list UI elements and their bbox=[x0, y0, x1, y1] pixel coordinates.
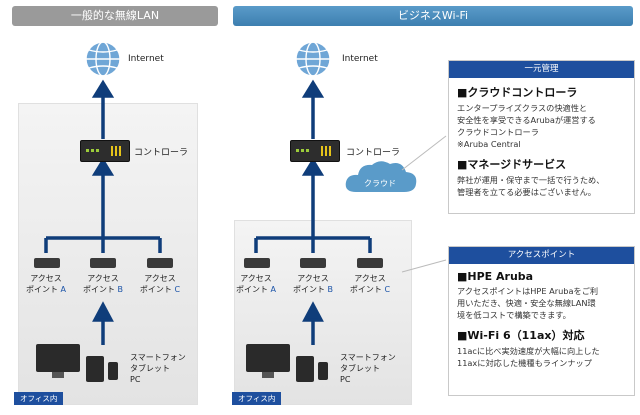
wifi6-desc: 11acに比べ実効速度が大幅に向上した 11axに対応した機種もラインナップ bbox=[457, 346, 600, 368]
tablet-icon bbox=[86, 356, 104, 382]
access-point-a bbox=[244, 258, 270, 268]
cloud-controller-heading: ■クラウドコントローラ bbox=[457, 86, 578, 99]
tablet-icon bbox=[296, 356, 314, 382]
hpe-aruba-heading: ■HPE Aruba bbox=[457, 270, 534, 283]
access-point-c bbox=[147, 258, 173, 268]
panel-ap-title: アクセスポイント bbox=[449, 247, 634, 264]
left-controller-label: コントローラ bbox=[134, 148, 189, 158]
access-point-b bbox=[90, 258, 116, 268]
globe-icon bbox=[295, 41, 331, 77]
right-internet-label: Internet bbox=[342, 54, 378, 64]
left-controller-device bbox=[80, 140, 130, 162]
ap-label-c: アクセスポイント C bbox=[349, 274, 391, 294]
right-header: ビジネスWi-Fi bbox=[233, 6, 633, 26]
globe-icon bbox=[85, 41, 121, 77]
right-controller-device bbox=[290, 140, 340, 162]
panel-mgmt-title: 一元管理 bbox=[449, 61, 634, 78]
ap-label-a: アクセスポイント A bbox=[25, 274, 67, 294]
hpe-aruba-desc: アクセスポイントはHPE Arubaをご利 用いただき、快適・安全な無線LAN環… bbox=[457, 286, 599, 320]
managed-service-desc: 弊社が運用・保守まで一括で行うため、 管理者を立てる必要はございません。 bbox=[457, 175, 605, 197]
ap-label-a: アクセスポイント A bbox=[235, 274, 277, 294]
cloud-icon bbox=[345, 161, 417, 192]
right-controller-label: コントローラ bbox=[346, 148, 401, 158]
pc-monitor-icon bbox=[36, 344, 80, 372]
managed-service-heading: ■マネージドサービス bbox=[457, 158, 567, 171]
pc-monitor-icon bbox=[246, 344, 290, 372]
cloud-label: クラウド bbox=[364, 179, 396, 188]
right-office-badge: オフィス内 bbox=[232, 392, 282, 405]
right-network-lines bbox=[254, 79, 372, 345]
wifi6-heading: ■Wi-Fi 6（11ax）対応 bbox=[457, 329, 585, 342]
left-office-badge: オフィス内 bbox=[14, 392, 64, 405]
pc-stand bbox=[52, 372, 64, 378]
access-point-a bbox=[34, 258, 60, 268]
panel-ap: アクセスポイント ■HPE Aruba アクセスポイントはHPE Arubaをご… bbox=[448, 246, 635, 396]
smartphone-icon bbox=[318, 362, 328, 380]
cloud-controller-desc: エンタープライズクラスの快適性と 安全性を享受できるArubaが運営する クラウ… bbox=[457, 103, 596, 149]
smartphone-icon bbox=[108, 362, 118, 380]
callout-connectors bbox=[401, 135, 447, 273]
left-internet-label: Internet bbox=[128, 54, 164, 64]
ap-label-b: アクセスポイント B bbox=[292, 274, 334, 294]
ap-label-b: アクセスポイント B bbox=[82, 274, 124, 294]
left-network-lines bbox=[44, 79, 162, 345]
access-point-b bbox=[300, 258, 326, 268]
panel-mgmt: 一元管理 ■クラウドコントローラ エンタープライズクラスの快適性と 安全性を享受… bbox=[448, 60, 635, 214]
access-point-c bbox=[357, 258, 383, 268]
ap-label-c: アクセスポイント C bbox=[139, 274, 181, 294]
pc-stand bbox=[262, 372, 274, 378]
left-header: 一般的な無線LAN bbox=[12, 6, 218, 26]
